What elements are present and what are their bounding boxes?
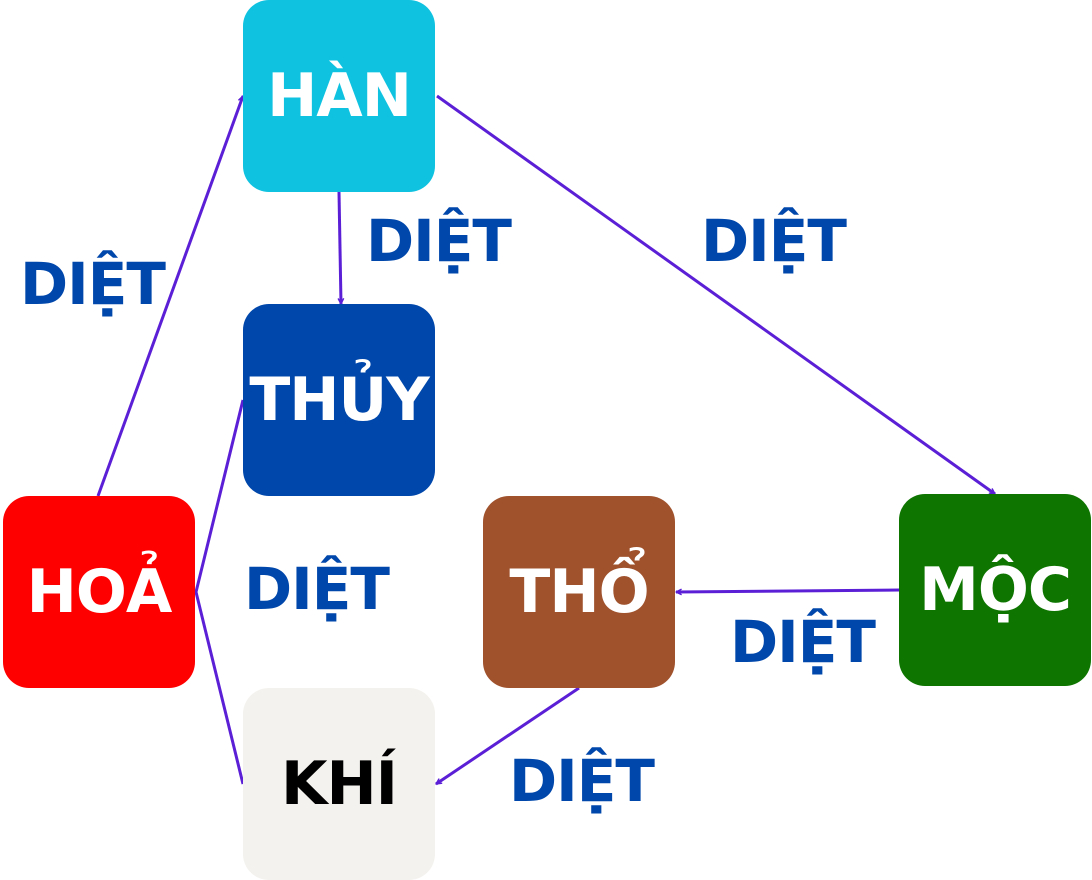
edge-label-moc-tho: DIỆT — [730, 608, 876, 676]
edge-moc-to-tho — [676, 588, 900, 592]
node-khi-label: KHÍ — [280, 749, 398, 819]
edge-label-tho-khi: DIỆT — [509, 747, 655, 815]
edge-han-to-thuy — [339, 191, 341, 304]
edge-label-han-thuy: DIỆT — [366, 207, 512, 275]
edge-label-hoa-han: DIỆT — [20, 250, 166, 318]
node-hoa: HOẢ — [3, 496, 195, 688]
node-thuy: THỦY — [243, 304, 435, 496]
node-han-label: HÀN — [267, 61, 412, 131]
edge-hoa-to-han — [96, 96, 243, 497]
node-khi: KHÍ — [243, 688, 435, 880]
edge-label-thuy-khi: DIỆT — [244, 555, 390, 623]
edge-label-han-moc: DIỆT — [701, 207, 847, 275]
edge-tho-to-khi — [436, 686, 580, 786]
node-tho-label: THỔ — [509, 557, 649, 627]
node-tho: THỔ — [483, 496, 675, 688]
node-moc: MỘC — [899, 494, 1091, 686]
edge-han-to-moc — [436, 94, 995, 496]
node-hoa-label: HOẢ — [26, 557, 173, 627]
node-thuy-label: THỦY — [249, 365, 429, 435]
node-moc-label: MỘC — [919, 555, 1072, 625]
edge-hoa-thuy-khi-bracket — [194, 399, 245, 785]
node-han: HÀN — [243, 0, 435, 192]
